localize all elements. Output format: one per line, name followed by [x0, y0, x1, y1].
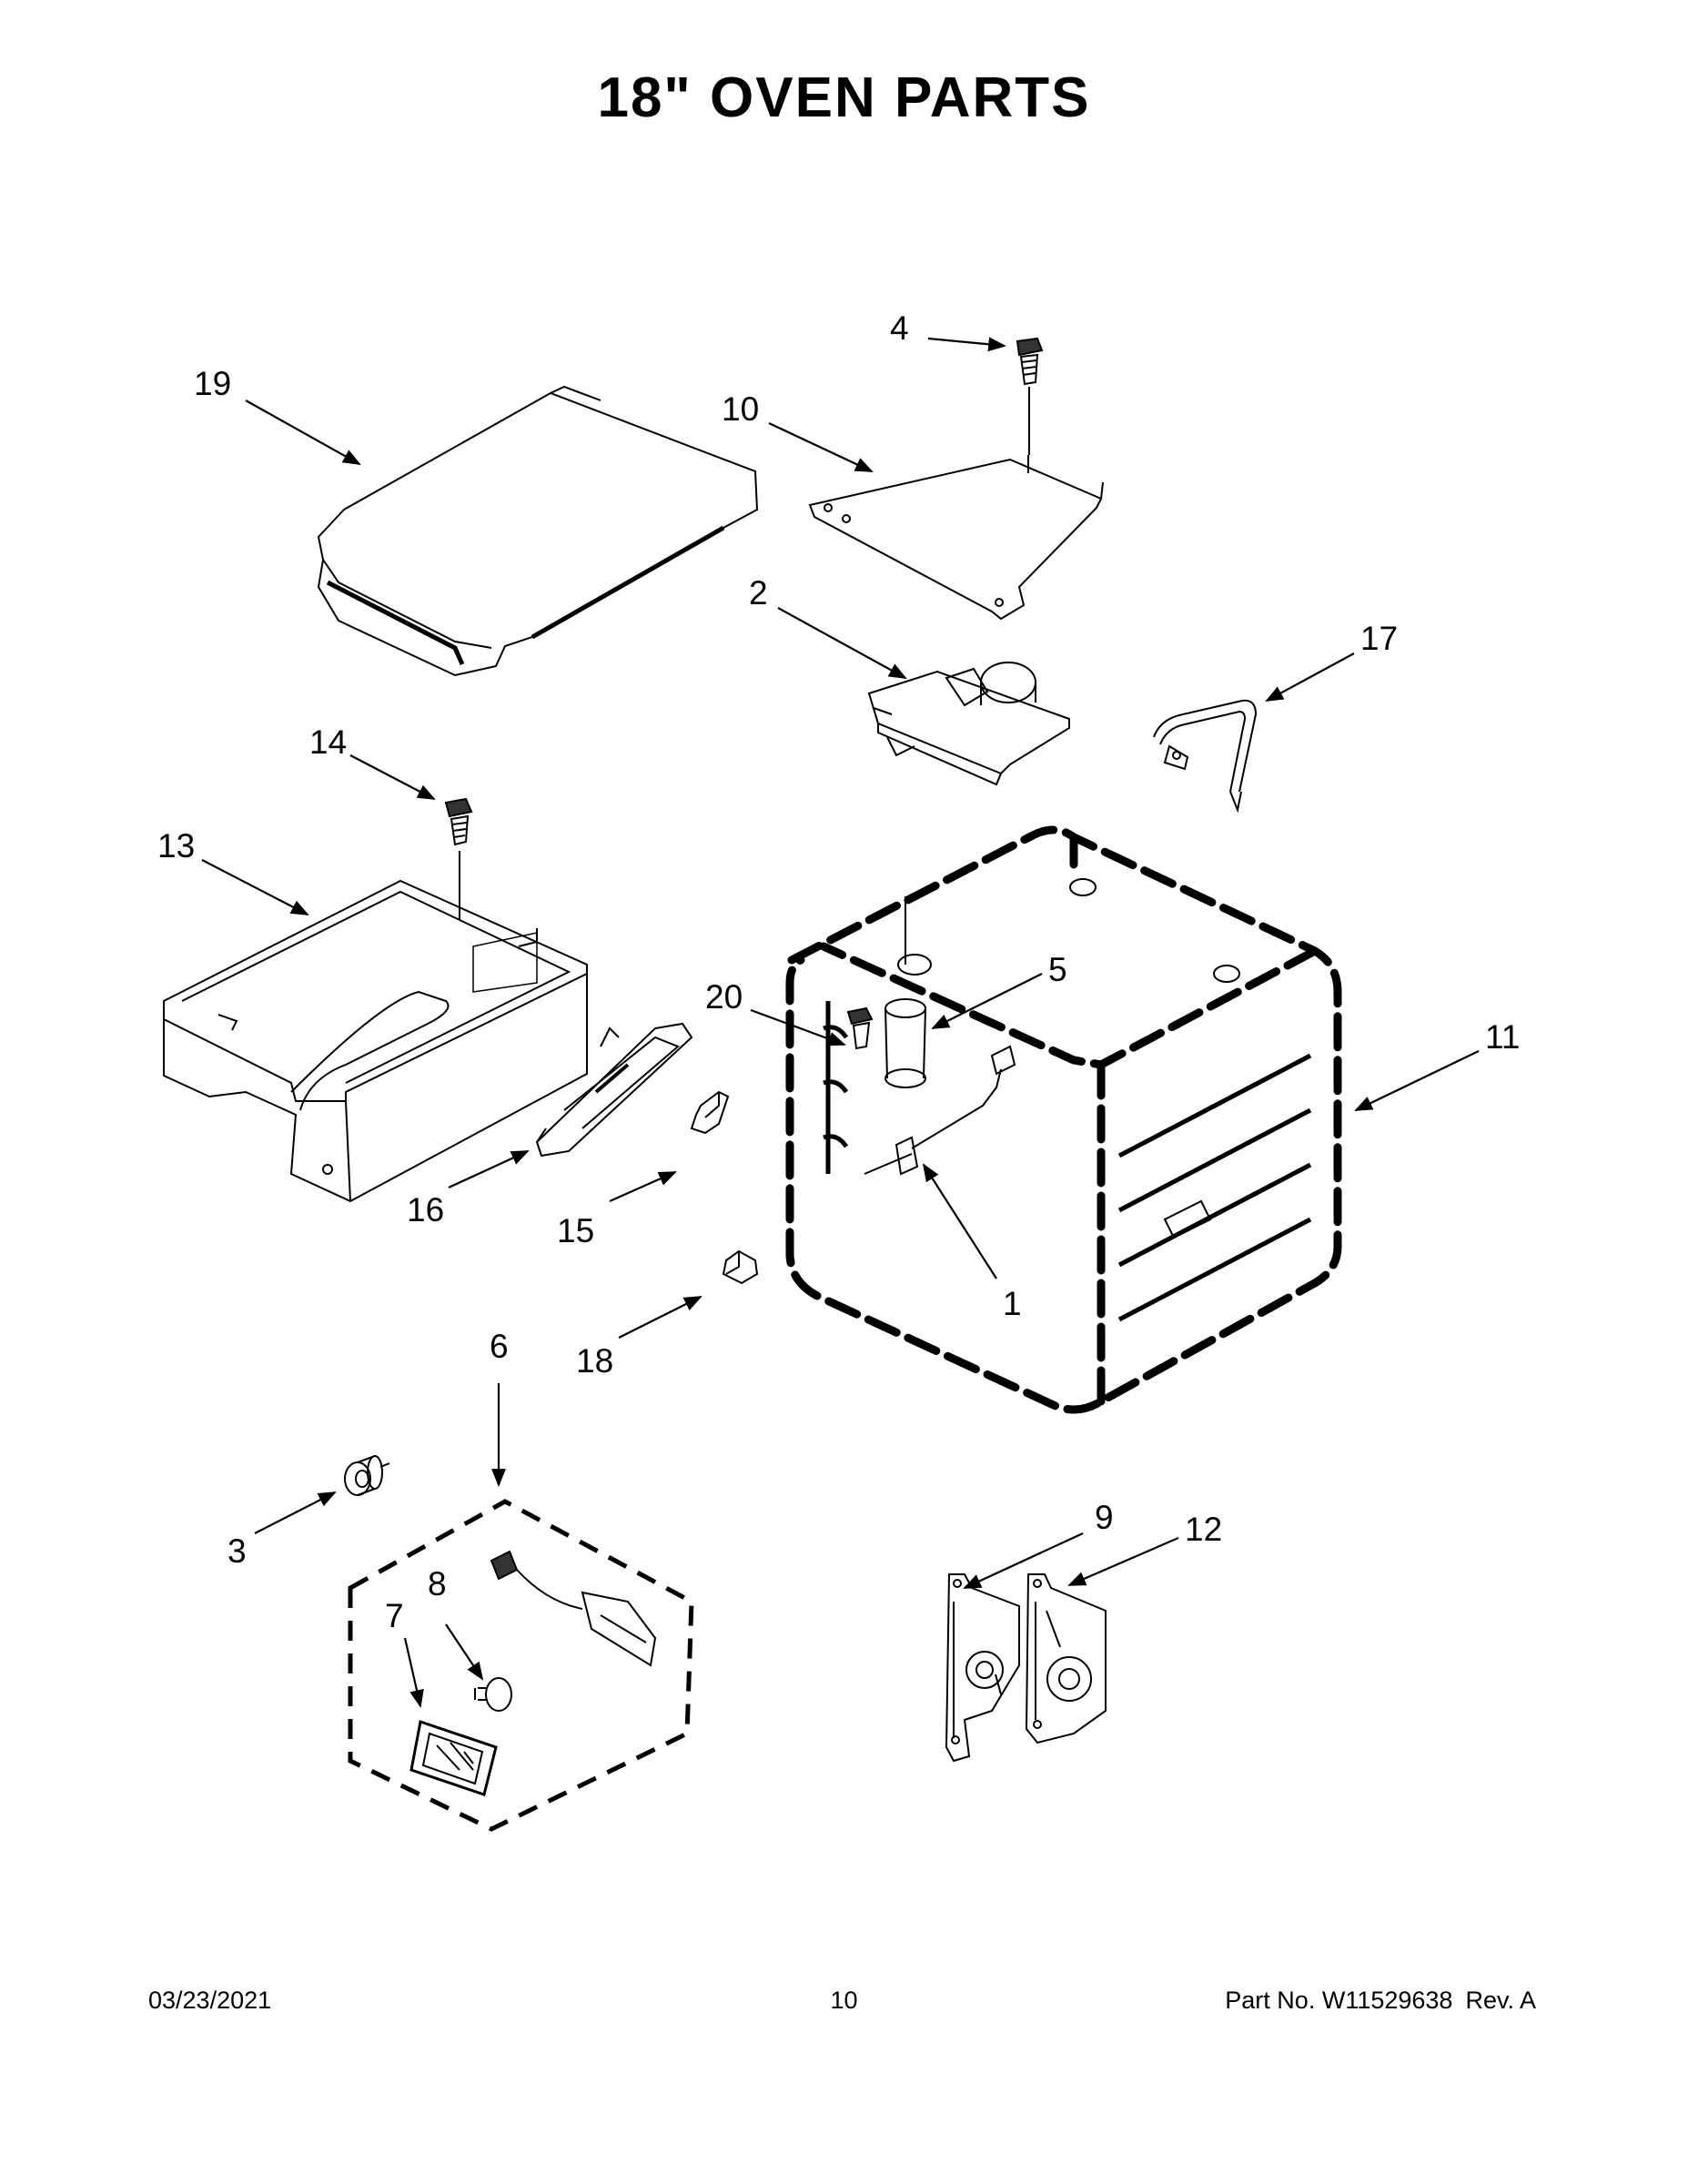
- callout-18: 18: [576, 1342, 613, 1380]
- callout-19: 19: [194, 365, 231, 402]
- part-12-hinge: [1025, 1573, 1107, 1744]
- part-6-light-kit-outline: [348, 1499, 694, 1832]
- callout-9: 9: [1095, 1499, 1114, 1536]
- callout-labels: 19 4 10 2 17 14 13 20 5 11 1 16 15 18 6 …: [157, 309, 1520, 1634]
- callout-8: 8: [428, 1565, 447, 1603]
- part-1-sensor: [864, 1045, 1016, 1176]
- part-20-screw: [846, 1006, 874, 1050]
- part-17-tube: [1153, 699, 1258, 814]
- part-11-cavity-details: [897, 878, 1240, 1239]
- part-11-rack-rails: [823, 1001, 1312, 1322]
- footer-date: 03/23/2021: [148, 1987, 272, 2014]
- part-5-sleeve: [884, 998, 926, 1088]
- callout-1: 1: [1003, 1285, 1022, 1322]
- leader-lines: [201, 337, 1480, 1708]
- part-no-value: W11529638: [1321, 1987, 1453, 2014]
- part-19-top-panel: [317, 385, 759, 677]
- revision: Rev. A: [1465, 1987, 1536, 2014]
- callout-7: 7: [385, 1597, 404, 1634]
- footer-part-number: Part No. W11529638 Rev. A: [1225, 1987, 1536, 2015]
- callout-12: 12: [1185, 1511, 1222, 1548]
- part-15-clip: [690, 1090, 730, 1135]
- part-13-tray: [163, 879, 588, 1203]
- callout-10: 10: [722, 390, 759, 428]
- part-9-hinge: [945, 1573, 1020, 1763]
- page-title: 18" OVEN PARTS: [597, 66, 1091, 129]
- part-14-screw: [444, 797, 473, 919]
- callout-14: 14: [309, 723, 347, 761]
- callout-20: 20: [705, 978, 743, 1016]
- callout-15: 15: [557, 1212, 594, 1249]
- part-no-label: Part No.: [1225, 1987, 1316, 2014]
- part-16-ignitor: [535, 1022, 693, 1158]
- footer-page-number: 10: [830, 1987, 858, 2014]
- part-8-bulb: [474, 1677, 512, 1712]
- callout-4: 4: [890, 309, 909, 347]
- callout-2: 2: [749, 574, 768, 612]
- part-3-knob: [344, 1455, 390, 1496]
- callout-5: 5: [1048, 951, 1067, 988]
- part-7-lens: [409, 1720, 498, 1796]
- part-4-screw: [1016, 337, 1044, 455]
- part-10-bracket-plate: [808, 455, 1104, 621]
- part-18-clip: [722, 1249, 759, 1285]
- callout-13: 13: [157, 827, 195, 864]
- part-2-motor-assembly: [867, 662, 1070, 786]
- callout-11: 11: [1485, 1018, 1520, 1056]
- callout-17: 17: [1360, 620, 1398, 657]
- callout-6: 6: [490, 1328, 509, 1365]
- part-6-light-socket: [490, 1550, 657, 1667]
- callout-3: 3: [227, 1532, 247, 1570]
- callout-16: 16: [407, 1191, 444, 1228]
- part-11-oven-cavity: [785, 825, 1342, 1414]
